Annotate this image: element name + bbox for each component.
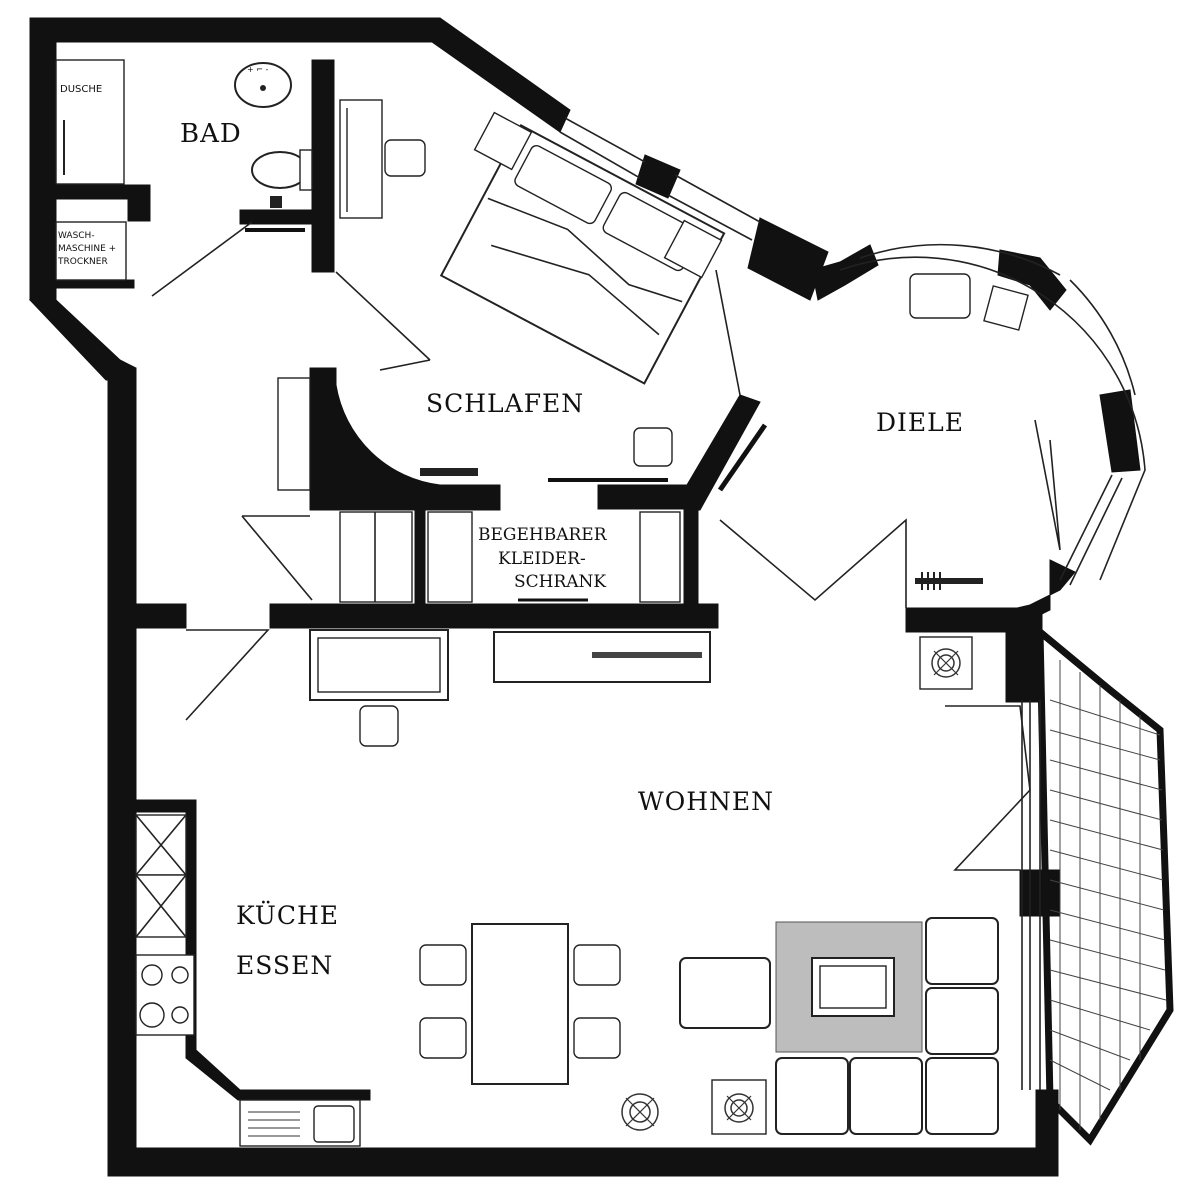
wall-bath-right [311, 59, 335, 273]
night-table-right [663, 219, 723, 279]
wall-wohnen-top [269, 603, 719, 629]
wall-diele-2 [997, 249, 1067, 311]
label-wasch-3: TROCKNER [57, 257, 108, 267]
wall-bedroom-window-2 [747, 217, 829, 301]
bedroom-desk-chair [633, 427, 673, 467]
bedroom-tv [420, 468, 478, 476]
wall-bath-stub-2 [239, 209, 313, 225]
label-kleider-3: SCHRANK [514, 572, 606, 592]
wall-closet-left [597, 484, 689, 510]
label-wasch-1: WASCH- [58, 231, 95, 241]
label-bad: BAD [180, 119, 242, 149]
bedroom-window-line-3 [674, 174, 761, 223]
dining-table [471, 923, 569, 1085]
wall-bedroom-west [309, 367, 501, 511]
wall-left [107, 367, 137, 1169]
kitchen-furniture [135, 814, 361, 1147]
walk-in-closet [241, 511, 681, 603]
wall-column-right [1005, 607, 1043, 703]
diele-arc-window-2 [1069, 477, 1123, 586]
bedroom-chair [384, 139, 426, 177]
diele-arc-outer [839, 256, 1146, 581]
bathroom-fixtures: + ⌐ - [55, 59, 313, 297]
dining-chair-2 [419, 1017, 467, 1059]
wall-diele-3 [1099, 389, 1141, 473]
wall-diele-1 [811, 244, 879, 301]
corridor-shelf [277, 377, 311, 491]
wall-bedroom-window-1 [635, 154, 681, 199]
armchair [679, 957, 771, 1029]
wall-wohnen-top-left [135, 603, 187, 629]
label-kueche-1: KÜCHE [236, 901, 339, 930]
bedroom-furniture [277, 99, 741, 491]
label-diele: DIELE [876, 408, 964, 437]
night-table-left [473, 111, 533, 171]
sofa-seat-3 [925, 1057, 999, 1135]
diele-arc-inner [859, 243, 1061, 276]
plant-icon [919, 636, 973, 690]
diele-arc-inner-2 [1069, 279, 1136, 396]
bedroom-window-line-4 [667, 194, 753, 241]
wall-diag-door [717, 423, 768, 492]
shower [55, 59, 125, 185]
diele-chair [909, 273, 971, 319]
label-schlafen: SCHLAFEN [426, 389, 584, 418]
label-dusche: DUSCHE [60, 84, 102, 95]
wall-bottom [107, 1147, 1049, 1177]
diele-side-table [983, 285, 1029, 331]
label-kueche-2: ESSEN [236, 951, 333, 980]
bedroom-window-line-1 [564, 117, 646, 163]
outer-walls [28, 17, 1141, 1177]
living-desk-chair [359, 705, 399, 747]
wall-bath-shelf [55, 184, 135, 200]
wall-closet-right [683, 509, 699, 607]
label-wohnen: WOHNEN [638, 787, 774, 816]
wall-closet-center [414, 509, 426, 607]
plant-icon [711, 1079, 767, 1135]
diele-furniture [719, 273, 1061, 608]
dining-chair-3 [573, 944, 621, 986]
wall-bath-stub [127, 184, 151, 222]
living-furniture [185, 629, 1031, 1135]
wall-washer-bottom [55, 279, 135, 289]
label-kleider-1: BEGEHBARER [478, 525, 608, 545]
sofa-seat-2 [925, 987, 999, 1055]
label-wasch-2: MASCHINE + [58, 244, 116, 254]
sofa-seat-1 [925, 917, 999, 985]
sofa-seat-5 [849, 1057, 923, 1135]
plant-icon [621, 1093, 659, 1131]
dining-chair-4 [573, 1017, 621, 1059]
balcony [1021, 624, 1174, 1146]
sofa-seat-4 [775, 1057, 849, 1135]
dining-chair-1 [419, 944, 467, 986]
label-kleider-2: KLEIDER- [498, 549, 586, 569]
diele-arc-window [1059, 474, 1113, 581]
bedroom-window-line-2 [559, 131, 641, 179]
svg-text:+ ⌐ -: + ⌐ - [247, 65, 268, 74]
washer [55, 221, 127, 281]
